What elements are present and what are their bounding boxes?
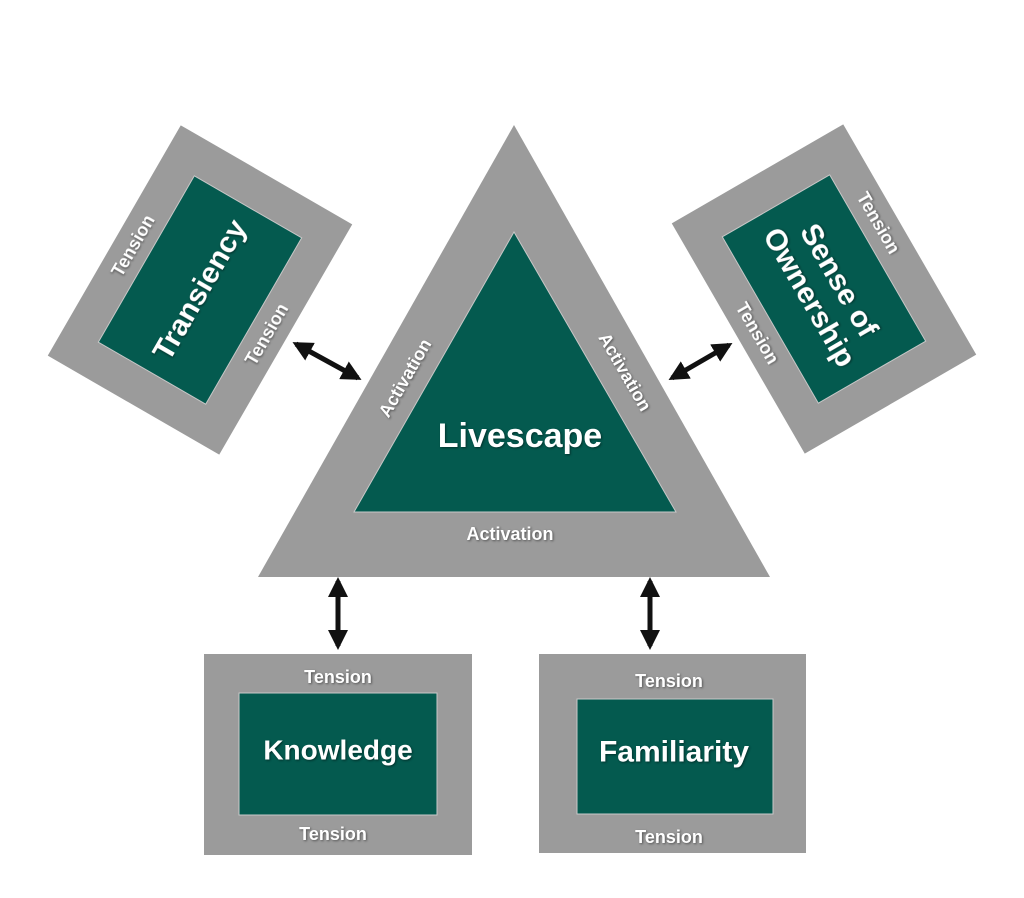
familiarity-box: Familiarity Tension Tension [539,654,806,853]
double-arrow-ownership [668,342,733,381]
double-arrow-transiency [292,341,362,381]
ownership-box: Sense of Ownership Tension Tension [671,124,977,454]
tension-label: Tension [299,824,367,844]
livescape-triangle: Livescape Activation Activation Activati… [258,125,770,577]
tension-label: Tension [304,667,372,687]
tension-label: Tension [635,827,703,847]
livescape-label: Livescape [438,417,602,455]
knowledge-box: Knowledge Tension Tension [204,654,472,855]
triangle-core [353,230,677,513]
knowledge-label: Knowledge [263,735,412,766]
tension-label: Tension [635,671,703,691]
familiarity-label: Familiarity [599,736,749,769]
transiency-box: Transiency Tension Tension [47,125,353,455]
activation-label-bottom: Activation [466,524,553,544]
